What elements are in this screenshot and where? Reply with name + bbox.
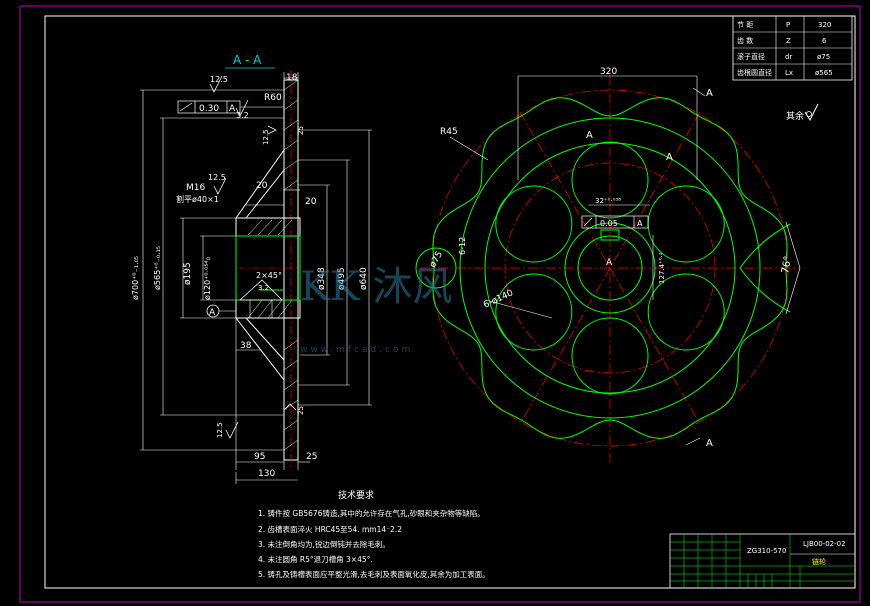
roughness-25-bottom: 25 — [297, 406, 305, 415]
watermark-site: www.mfcad.com — [300, 345, 413, 355]
dim-640: ø640 — [359, 267, 369, 290]
title-block: ZG310-570 LJB00-02-02 链轮 — [669, 533, 856, 589]
lightening-hole — [647, 185, 725, 263]
roughness-25-top: 25 — [297, 126, 305, 135]
datum-a-marker: A — [206, 304, 236, 318]
dim-m16: M16 — [186, 183, 205, 193]
hatching — [247, 79, 299, 451]
roughness-12-5-side: 12.5 — [262, 129, 270, 145]
dim-r60: R60 — [264, 93, 282, 103]
lightening-hole — [571, 141, 649, 219]
title-part-name: 链轮 — [812, 557, 826, 566]
label-a-top: A — [706, 88, 713, 99]
tech-req-item-1: 1. 铸件按 GB5676铸造,其中的允许存在气孔,砂眼和夹杂物等缺陷。 — [258, 508, 485, 518]
pitch-circle — [431, 89, 789, 447]
roller-seat-left — [415, 247, 457, 289]
technical-requirements: 技术要求 1. 铸件按 GB5676铸造,其中的允许存在气孔,砂眼和夹杂物等缺陷… — [258, 489, 490, 579]
roller-seat-right — [739, 223, 791, 313]
tolerance-datum: A — [229, 104, 236, 114]
dim-18: 18 — [286, 73, 298, 83]
tech-req-item-4: 4. 未注圆角 R5°退刀槽角 3×45°. — [258, 554, 373, 564]
dim-95: 95 — [254, 452, 265, 462]
keyway — [600, 229, 620, 241]
title-material: ZG310-570 — [747, 547, 786, 555]
key-tolerance-datum: A — [637, 219, 643, 228]
param-symbol-4: Lx — [785, 69, 793, 77]
dim-keyway: 32⁺⁰·⁰³⁸ — [595, 197, 621, 205]
dim-120: ø120⁺⁰·⁰⁵⁴₀ — [203, 257, 212, 300]
dim-20b: 20 — [305, 197, 317, 207]
tooth-profile — [432, 97, 788, 439]
section-view: A - A — [131, 53, 372, 484]
lightening-holes — [495, 141, 725, 395]
param-value-4: ø565 — [815, 69, 833, 77]
roughness-3-2: 3.2 — [236, 111, 249, 120]
bore-circle — [577, 235, 643, 301]
tech-req-title: 技术要求 — [338, 489, 374, 501]
tech-req-item-3: 3. 未注倒角均为,锐边倒钝并去除毛刺。 — [258, 539, 390, 549]
dim-495: ø495 — [337, 267, 347, 290]
param-label-4: 齿根圆直径 — [737, 68, 772, 77]
dim-20a: 20 — [256, 181, 268, 191]
dim-130: 130 — [258, 469, 275, 479]
section-title: A - A — [233, 53, 262, 67]
roughness-12-5-top: 12.5 — [210, 75, 228, 84]
roughness-12-5-bottom: 12.5 — [216, 422, 224, 438]
param-label-1: 节 距 — [737, 21, 753, 29]
dim-195: ø195 — [183, 262, 193, 285]
dim-348: ø348 — [317, 267, 327, 290]
dim-chamfer: 2×45° — [256, 271, 282, 280]
dim-565: ø565⁺⁰₋₀.₁₅ — [153, 246, 162, 290]
label-a-left: A — [586, 130, 593, 141]
front-view: 320 R45 ø75 6-ø140 6-12 32⁺⁰·⁰³⁸ 127.4⁺⁰… — [415, 67, 801, 465]
roughness-3-2-bore: 3.2 — [258, 284, 269, 292]
tech-req-item-5: 5. 铸孔及铸槽表面应平整光滑,去毛刺及表面氧化皮,其余为加工表面。 — [258, 569, 490, 579]
dim-angle: 76° — [780, 255, 794, 274]
dim-320: 320 — [600, 67, 617, 77]
lightening-hole — [647, 273, 725, 351]
outer-border — [19, 5, 861, 603]
web-circle — [484, 142, 736, 394]
tolerance-frame-front: 0.05 A — [581, 215, 649, 229]
roughness-marks — [209, 75, 297, 439]
dim-25: 25 — [306, 452, 317, 462]
param-symbol-2: Z — [786, 37, 791, 45]
roughness-rest-label: 其余 — [786, 110, 804, 122]
roughness-12-5-m16: 12.5 — [208, 173, 226, 182]
dim-depth: 127.4⁺⁰·² — [658, 252, 666, 284]
hub-circle — [564, 222, 656, 314]
param-label-3: 滚子直径 — [737, 52, 765, 61]
lightening-hole — [571, 317, 649, 395]
tech-req-item-2: 2. 齿槽表面淬火 HRC45至54. mm14⁻2.2 — [258, 524, 402, 534]
lightening-hole — [495, 185, 573, 263]
tolerance-value: 0.30 — [199, 104, 219, 114]
svg-text:A: A — [209, 308, 216, 318]
key-tolerance-value: 0.05 — [600, 219, 618, 228]
inner-border — [44, 15, 856, 589]
watermark: KK 沐风 www.mfcad.com — [300, 264, 452, 355]
label-a-bottom: A — [706, 438, 713, 449]
dim-cut: 割平ø40×1 — [176, 194, 219, 204]
param-symbol-3: dr — [785, 53, 792, 61]
param-symbol-1: P — [786, 21, 790, 29]
param-value-3: ø75 — [817, 53, 830, 61]
roughness-rest: 其余 — [786, 103, 819, 122]
dim-6-12: 6-12 — [458, 237, 467, 255]
lightening-hole — [495, 273, 573, 351]
param-value-1: 320 — [818, 21, 831, 29]
param-value-2: 6 — [822, 37, 827, 45]
watermark-text: KK 沐风 — [300, 264, 452, 310]
chamfer-mark — [238, 279, 283, 301]
label-a-center: A — [606, 258, 613, 268]
label-a-inner: A — [666, 152, 673, 163]
title-drawing-no: LJB00-02-02 — [803, 540, 846, 548]
dim-700: ø700⁺⁰₋₁.₀₅ — [131, 256, 140, 300]
param-label-2: 齿 数 — [737, 36, 753, 45]
dim-38: 38 — [240, 341, 252, 351]
dim-r45: R45 — [440, 127, 458, 137]
tolerance-frame-section: 0.30 A — [177, 100, 284, 114]
root-circle — [459, 117, 761, 419]
parameter-table: 节 距 P 320 齿 数 Z 6 滚子直径 dr ø75 齿根圆直径 Lx ø… — [732, 15, 853, 81]
